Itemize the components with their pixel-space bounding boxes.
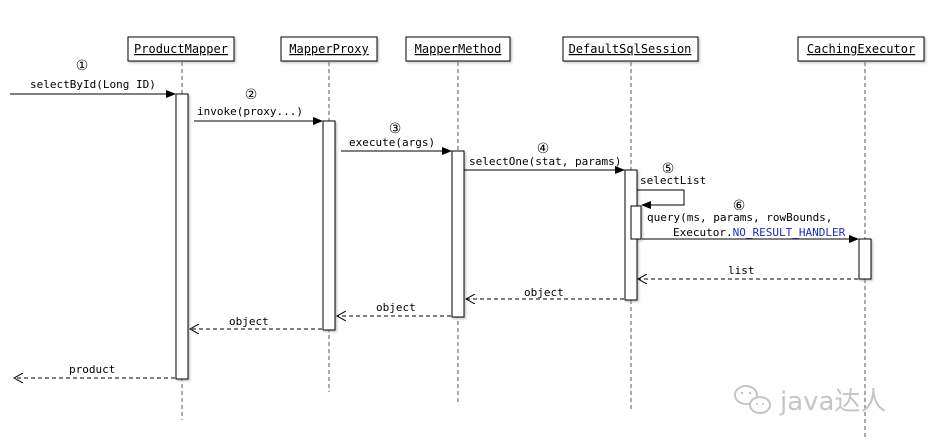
participant-mapper-method: MapperMethod [415,42,502,56]
wechat-icon [734,385,771,414]
participant-box-default-sql-session [562,36,699,62]
message-label-5: selectList [640,174,706,187]
participant-default-sql-session: DefaultSqlSession [569,42,692,56]
return-label-object-2: object [376,301,416,314]
participant-product-mapper: ProductMapper [134,42,228,56]
activation-caching-executor [858,238,872,280]
step-number-4: ④ [537,141,550,157]
message-label-6-constant: NO_RESULT_HANDLER [733,226,846,239]
participant-box-caching-executor [797,36,925,62]
message-arrow-5 [637,189,685,209]
participant-box-mapper-method [405,36,511,62]
step-number-5: ⑤ [662,161,675,177]
step-number-2: ② [245,87,258,103]
participant-box-mapper-proxy [280,36,378,62]
message-label-4: selectOne(stat, params) [469,155,621,168]
return-label-product: product [69,363,115,376]
watermark-text: java达人 [779,387,886,417]
participant-caching-executor: CachingExecutor [807,42,915,56]
message-label-3: execute(args) [349,136,435,149]
participant-mapper-proxy: MapperProxy [289,42,368,56]
participant-box-product-mapper [127,36,235,62]
return-label-object-1: object [524,286,564,299]
activation-mapper-method [451,150,465,318]
message-label-1: selectById(Long ID) [30,78,156,91]
message-label-6-line1: query(ms, params, rowBounds, [647,211,832,224]
activation-product-mapper [175,93,189,380]
message-label-2: invoke(proxy...) [197,105,303,118]
return-label-list: list [728,264,755,277]
step-number-3: ③ [389,121,402,137]
step-number-1: ① [76,58,89,74]
message-label-6-line2: Executor.NO_RESULT_HANDLER [673,226,846,239]
activation-mapper-proxy [322,120,336,331]
watermark: java达人 [734,385,886,417]
return-label-object-3: object [229,315,269,328]
step-number-6: ⑥ [733,198,746,214]
activation-default-sql-session-nested [630,205,642,240]
message-label-6-prefix: Executor. [673,226,733,239]
